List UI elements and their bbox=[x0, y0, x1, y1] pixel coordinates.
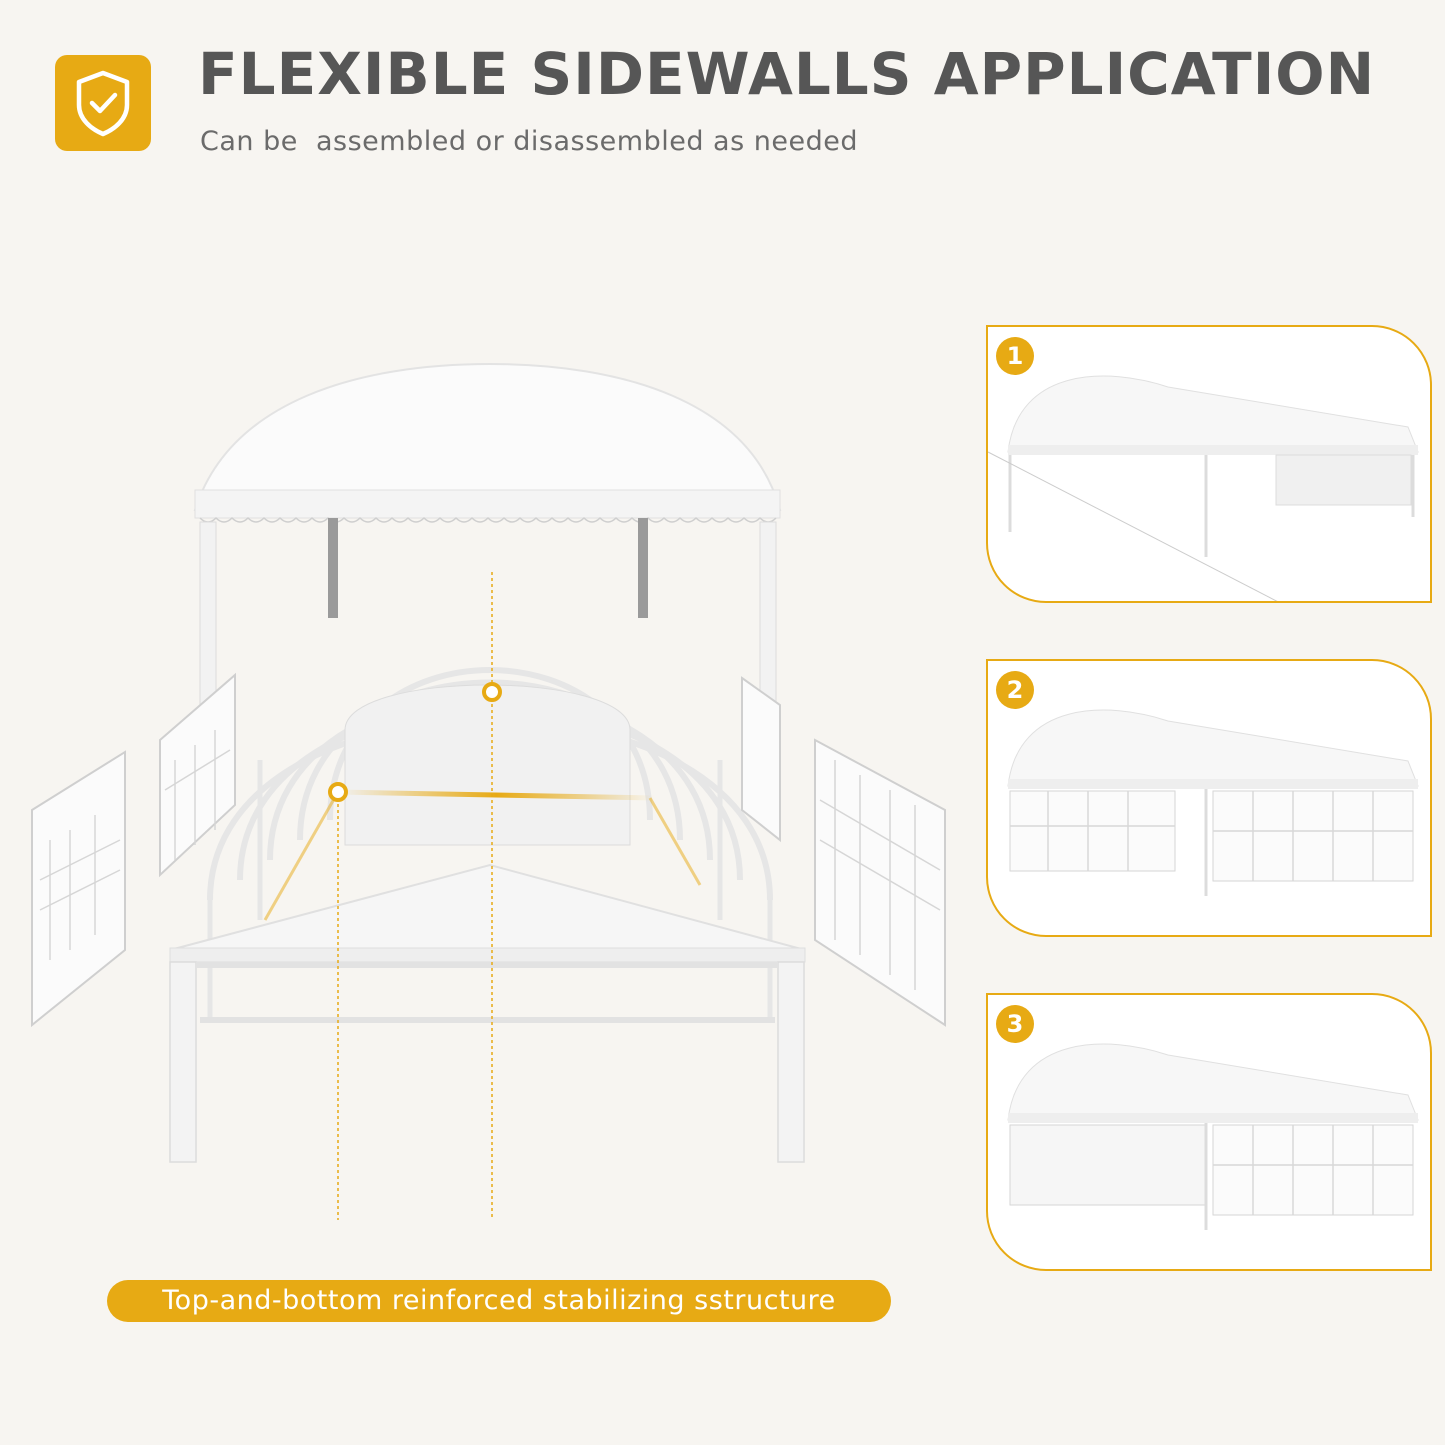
page-title: FLEXIBLE SIDEWALLS APPLICATION bbox=[198, 40, 1376, 108]
structure-caption: Top-and-bottom reinforced stabilizing ss… bbox=[107, 1280, 891, 1322]
shield-check-icon bbox=[55, 55, 151, 151]
step-card-2: 2 bbox=[986, 659, 1432, 937]
step-number-1: 1 bbox=[996, 337, 1034, 375]
tent-exploded-illustration bbox=[0, 340, 980, 1280]
step-number-2: 2 bbox=[996, 671, 1034, 709]
page-subtitle: Can be assembled or disassembled as need… bbox=[200, 126, 858, 157]
step-number-3: 3 bbox=[996, 1005, 1034, 1043]
step-card-3: 3 bbox=[986, 993, 1432, 1271]
step-card-1: 1 bbox=[986, 325, 1432, 603]
